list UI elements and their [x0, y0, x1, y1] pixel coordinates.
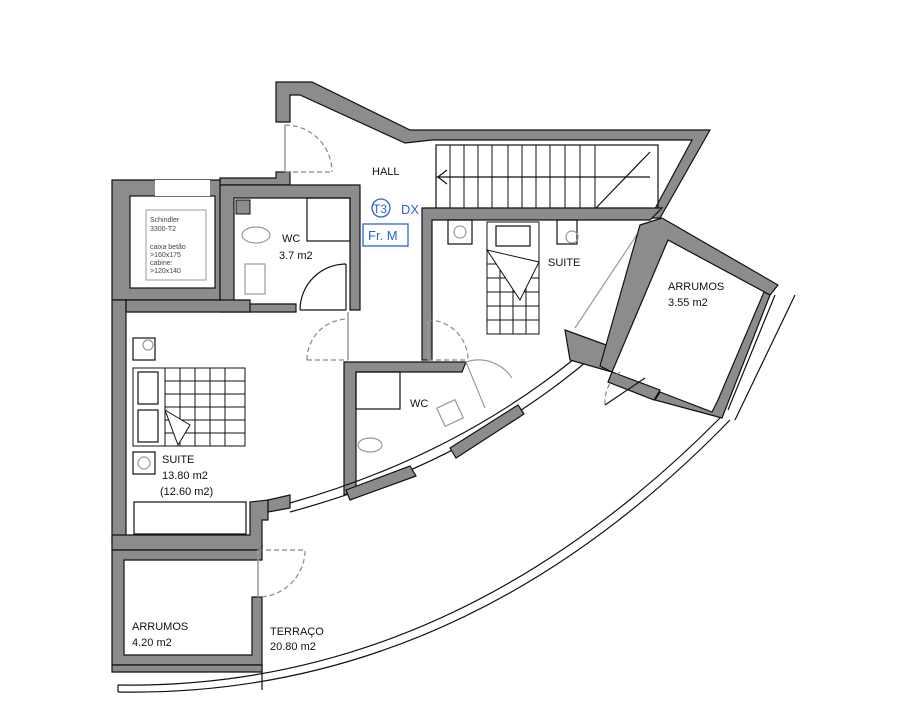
suite-right: SUITE	[427, 219, 641, 361]
orientation-label: Fr. M	[368, 228, 398, 243]
arrumos-left: ARRUMOS 4.20 m2	[111, 545, 306, 690]
svg-text:3300-T2: 3300-T2	[150, 226, 176, 233]
wc-top: WC 3.7 m2	[219, 184, 361, 313]
unit-tag-circle	[371, 198, 391, 218]
room-area-net-suite-left: (12.60 m2)	[160, 486, 213, 498]
room-label-terraco: TERRAÇO	[270, 626, 324, 638]
room-area-suite-left: 13.80 m2	[162, 470, 208, 482]
room-label-wc-mid: WC	[410, 398, 428, 410]
svg-text:>120x140: >120x140	[150, 268, 181, 275]
unit-side: DX	[401, 202, 419, 217]
room-label-arrumos-left: ARRUMOS	[132, 621, 188, 633]
svg-text:>160x175: >160x175	[150, 252, 181, 259]
room-label-suite-left: SUITE	[162, 454, 194, 466]
room-area-arrumos-left: 4.20 m2	[132, 637, 172, 649]
room-label-arrumos-right: ARRUMOS	[668, 281, 724, 293]
arrumos-right: ARRUMOS 3.55 m2	[599, 217, 796, 421]
svg-text:cabine:: cabine:	[150, 260, 173, 267]
room-area-terraco: 20.80 m2	[270, 641, 316, 653]
room-area-arrumos-right: 3.55 m2	[668, 297, 708, 309]
unit-tag: T3	[373, 202, 387, 216]
svg-text:caixa betão: caixa betão	[150, 244, 186, 251]
svg-text:Schindler: Schindler	[150, 217, 180, 224]
terrace-outer-wall-curve-inner	[117, 417, 721, 686]
room-label-suite-right: SUITE	[548, 257, 580, 269]
terrace-outer-wall-curve-outer	[117, 419, 731, 693]
suite-left: SUITE 13.80 m2 (12.60 m2)	[111, 299, 349, 551]
elevator-shaft: Schindler 3300-T2 caixa betão >160x175 c…	[111, 179, 221, 301]
wc-mid: WC	[343, 359, 513, 496]
room-area-wc-top: 3.7 m2	[279, 250, 313, 262]
staircase	[435, 144, 659, 210]
room-label-wc-top: WC	[282, 233, 300, 245]
orientation-box	[362, 223, 409, 247]
room-label-hall: HALL	[372, 166, 400, 178]
